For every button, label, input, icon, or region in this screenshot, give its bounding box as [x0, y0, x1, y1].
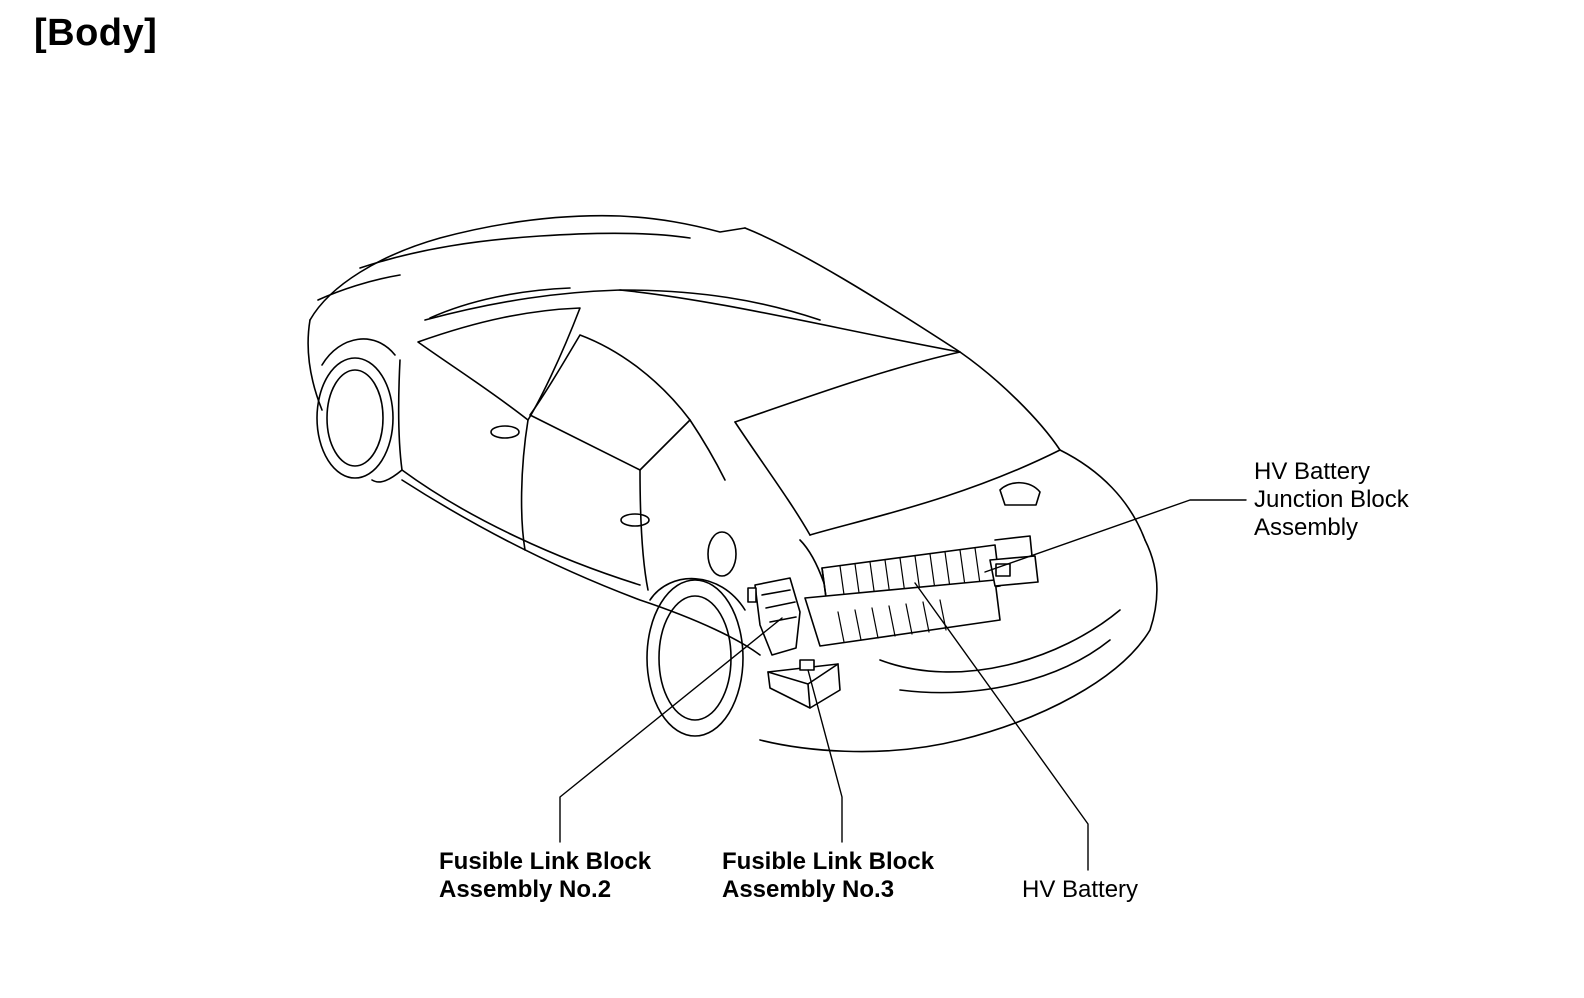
callout-line: Assembly No.3 — [722, 876, 895, 903]
callout-line: Assembly — [1254, 514, 1359, 541]
callout-line: Fusible Link Block — [722, 848, 935, 875]
hv-battery-pack — [804, 535, 1039, 647]
callout-fusible-link-2: Fusible Link Block Assembly No.2 — [439, 848, 651, 904]
callout-line: Assembly No.2 — [439, 876, 612, 903]
fusible-link-block-2 — [747, 577, 801, 656]
callout-fusible-link-3: Fusible Link Block Assembly No.3 — [722, 848, 934, 904]
rear-wheel — [646, 577, 746, 737]
leader-hv-battery — [914, 582, 1089, 871]
leader-fusible-link-2 — [559, 617, 783, 843]
leader-junction-block — [984, 499, 1247, 573]
page-title: [Body] — [34, 12, 158, 54]
callout-line: HV Battery — [1254, 458, 1371, 485]
car-body-outline — [307, 214, 1158, 753]
leader-fusible-link-3 — [807, 669, 843, 843]
fusible-link-block-3 — [767, 659, 841, 709]
front-wheel — [316, 338, 396, 479]
leader-lines — [559, 499, 1247, 871]
callout-hv-battery: HV Battery — [1022, 876, 1138, 904]
callout-line: Junction Block — [1254, 486, 1409, 513]
callout-line: HV Battery — [1022, 876, 1139, 903]
callout-line: Fusible Link Block — [439, 848, 652, 875]
callout-junction-block: HV Battery Junction Block Assembly — [1254, 458, 1409, 542]
